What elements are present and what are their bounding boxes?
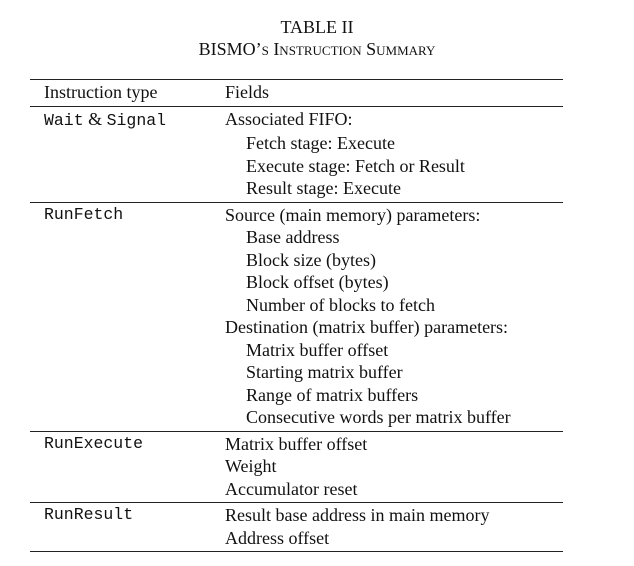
instruction-type: RunExecute bbox=[44, 433, 144, 453]
field-line: Base address bbox=[30, 226, 563, 249]
field-text: Result stage: Execute bbox=[246, 178, 401, 198]
instruction-type-part: Wait bbox=[44, 110, 84, 130]
field-line: RunFetch Source (main memory) parameters: bbox=[30, 204, 563, 227]
instruction-type-part: Signal bbox=[106, 110, 167, 130]
field-line: Number of blocks to fetch bbox=[30, 294, 563, 317]
field-line: Weight bbox=[30, 455, 563, 478]
field-line: Block size (bytes) bbox=[30, 249, 563, 272]
field-text: Accumulator reset bbox=[225, 478, 358, 499]
table-label: TABLE II bbox=[280, 17, 354, 37]
row-rule bbox=[30, 551, 563, 552]
instruction-type bbox=[30, 527, 225, 550]
instruction-type bbox=[30, 455, 225, 478]
instruction-type: Wait & Signal bbox=[30, 108, 225, 133]
field-line: Execute stage: Fetch or Result bbox=[30, 155, 563, 178]
instruction-type bbox=[30, 155, 225, 178]
instruction-type bbox=[30, 361, 225, 384]
instruction-type bbox=[30, 132, 225, 155]
instruction-type bbox=[30, 339, 225, 362]
field-line: Accumulator reset bbox=[30, 478, 563, 501]
instruction-type: RunFetch bbox=[44, 204, 124, 224]
field-line: Result stage: Execute bbox=[30, 177, 563, 200]
table-row: RunResult Result base address in main mem… bbox=[30, 503, 563, 551]
instruction-type-part: & bbox=[83, 108, 107, 129]
field-text: Address offset bbox=[225, 527, 330, 548]
instruction-type bbox=[30, 406, 225, 429]
field-line: Matrix buffer offset bbox=[30, 339, 563, 362]
field-text: Consecutive words per matrix buffer bbox=[246, 407, 511, 427]
field-text: Starting matrix buffer bbox=[246, 362, 403, 382]
table-row: RunFetch Source (main memory) parameters:… bbox=[30, 203, 563, 431]
instruction-type: RunResult bbox=[44, 505, 134, 524]
instruction-type bbox=[30, 271, 225, 294]
row-rule bbox=[30, 201, 563, 203]
field-text: Base address bbox=[246, 227, 340, 247]
field-text: Weight bbox=[225, 456, 277, 476]
header-instruction-type: Instruction type bbox=[44, 82, 158, 102]
row-rule bbox=[30, 430, 563, 432]
field-text: Source (main memory) parameters: bbox=[225, 204, 481, 225]
field-line: Block offset (bytes) bbox=[30, 271, 563, 294]
field-line: RunResult Result base address in main mem… bbox=[30, 504, 563, 527]
field-text: Matrix buffer offset bbox=[246, 339, 389, 360]
field-line: RunExecute Matrix buffer offset bbox=[30, 433, 563, 456]
instruction-type bbox=[30, 294, 225, 317]
field-text: Destination (matrix buffer) parameters: bbox=[225, 317, 509, 337]
field-text: Range of matrix buffers bbox=[246, 384, 419, 405]
instruction-type bbox=[30, 478, 225, 501]
field-text: Block offset (bytes) bbox=[246, 272, 389, 292]
field-text: Block size (bytes) bbox=[246, 249, 376, 270]
instruction-type bbox=[30, 177, 225, 200]
field-text: Number of blocks to fetch bbox=[246, 294, 435, 315]
field-line: Destination (matrix buffer) parameters: bbox=[30, 316, 563, 339]
row-rule bbox=[30, 502, 563, 503]
field-text: Associated FIFO: bbox=[225, 108, 353, 129]
instruction-type bbox=[30, 316, 225, 339]
field-text: Execute stage: Fetch or Result bbox=[246, 155, 465, 176]
header-rule bbox=[30, 105, 563, 107]
instruction-type bbox=[30, 249, 225, 272]
instruction-type bbox=[30, 226, 225, 249]
header-row: Instruction type Fields bbox=[30, 80, 563, 106]
field-line: Fetch stage: Execute bbox=[30, 132, 563, 155]
field-line: Range of matrix buffers bbox=[30, 384, 563, 407]
field-line: Starting matrix buffer bbox=[30, 361, 563, 384]
field-text: Fetch stage: Execute bbox=[246, 133, 395, 153]
field-text: Matrix buffer offset bbox=[225, 433, 368, 454]
field-text: Result base address in main memory bbox=[225, 505, 490, 525]
instruction-type bbox=[30, 384, 225, 407]
field-line: Address offset bbox=[30, 527, 563, 550]
table-title: BISMO’s Instruction Summary bbox=[198, 39, 436, 59]
field-line: Consecutive words per matrix buffer bbox=[30, 406, 563, 429]
header-fields: Fields bbox=[225, 82, 270, 102]
top-rule bbox=[30, 79, 563, 80]
